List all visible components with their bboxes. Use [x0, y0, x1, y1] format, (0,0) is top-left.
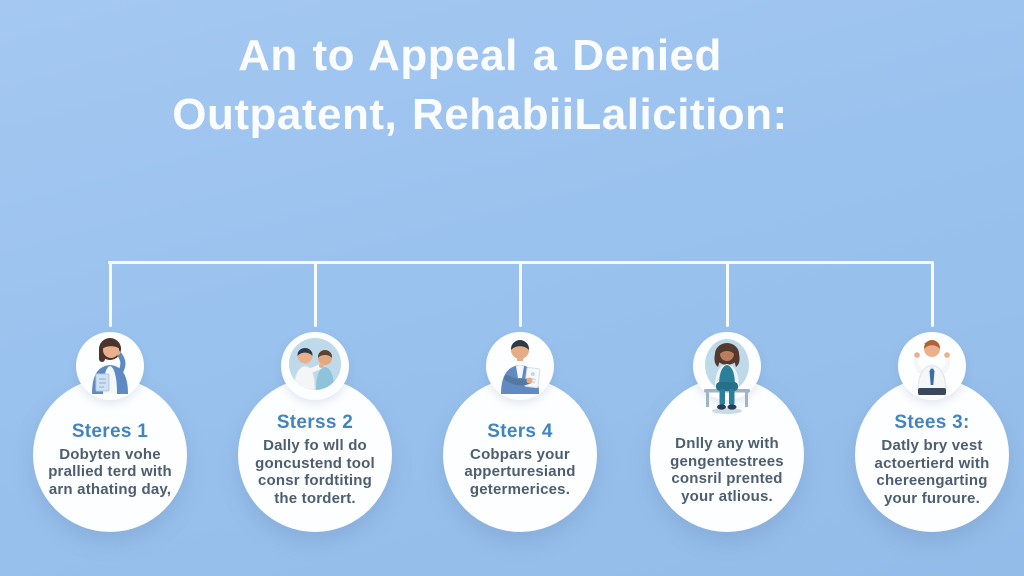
step-4-text-line: consril prented — [671, 470, 783, 487]
step-4-bubble: Dnlly any with gengentestrees consril pr… — [650, 378, 804, 532]
step-2-text-line: consr fordtiting — [257, 472, 373, 489]
step-2-text-line: the tordert. — [274, 489, 356, 507]
step-2: Sterss 2 Dally fo wll do goncustend tool… — [235, 330, 395, 545]
step-2-bubble: Sterss 2 Dally fo wll do goncustend tool… — [238, 378, 392, 532]
step-3-heading: Sters 4 — [487, 420, 553, 442]
step-3-text-line: apperturesiand — [464, 463, 576, 481]
step-1: Steres 1 Dobyten vohe prallied terd with… — [30, 330, 190, 545]
title-line-2: Outpatent, RehabiiLalicition: — [172, 90, 788, 139]
seated-patient-icon — [704, 339, 750, 414]
man-celebrating-icon — [913, 340, 951, 395]
step-4: Dnlly any with gengentestrees consril pr… — [647, 330, 807, 545]
connector-drop-4 — [725, 261, 729, 327]
step-1-text-line: arn athating day, — [48, 480, 172, 498]
step-3-bubble: Sters 4 Cobpars your apperturesiand gete… — [443, 378, 597, 532]
step-4-icon-circle — [693, 332, 761, 414]
step-1-text-line: Dobyten vohe — [59, 445, 161, 463]
step-5-icon-circle — [898, 332, 966, 400]
step-2-icon-circle — [281, 332, 349, 400]
step-1-text-line: prallied terd with — [48, 463, 172, 481]
step-3-text-line: getermerices. — [469, 480, 571, 498]
title-line-1: An to Appeal a Denied — [238, 31, 722, 80]
step-2-heading: Sterss 2 — [276, 412, 354, 433]
step-2-text-line: Dally fo wll do — [263, 437, 367, 454]
step-5-bubble: Stees 3: Datly bry vest actoertierd with… — [855, 378, 1009, 532]
page-title: An to Appeal a Denied Outpatent, Rehabii… — [0, 26, 1024, 144]
doctor-with-patient-icon — [289, 338, 341, 390]
step-4-text-line: gengentestrees — [670, 452, 784, 470]
step-2-text-line: goncustend tool — [255, 454, 375, 472]
step-5-text-line: actoertierd with — [874, 454, 990, 472]
step-5-text-line: chereengarting — [876, 472, 988, 489]
step-1-bubble: Steres 1 Dobyten vohe prallied terd with… — [33, 378, 187, 532]
step-5-heading: Stees 3: — [894, 412, 970, 433]
connector-drop-1 — [108, 261, 112, 327]
step-5: Stees 3: Datly bry vest actoertierd with… — [852, 330, 1012, 545]
connector-drop-2 — [313, 261, 317, 327]
step-1-icon-circle — [76, 332, 144, 400]
step-5-text-line: your furoure. — [884, 489, 980, 507]
man-with-document-icon — [501, 340, 541, 394]
step-3-icon-circle — [486, 332, 554, 400]
connector-drop-5 — [930, 261, 934, 327]
step-1-heading: Steres 1 — [71, 420, 149, 442]
step-3: Sters 4 Cobpars your apperturesiand gete… — [440, 330, 600, 545]
step-4-text-line: Dnlly any with — [675, 435, 779, 452]
woman-on-phone-icon — [92, 338, 128, 394]
step-5-text-line: Datly bry vest — [881, 437, 983, 454]
step-3-text-line: Cobpars your — [470, 445, 570, 463]
connector-drop-3 — [518, 261, 522, 327]
step-4-text-line: your atlious. — [681, 487, 773, 505]
